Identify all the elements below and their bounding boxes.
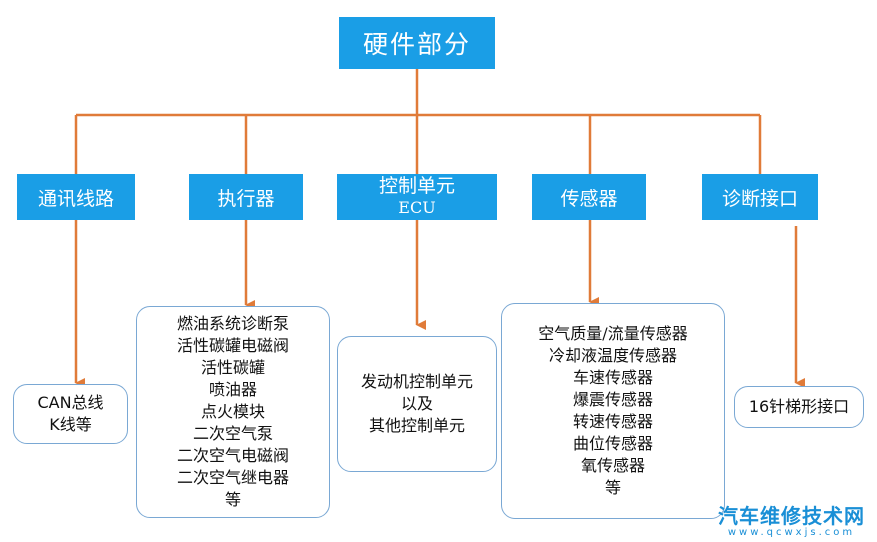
leaf-item: 二次空气电磁阀	[176, 446, 289, 465]
watermark-title: 汽车维修技术网	[718, 504, 865, 528]
category-actuators: 执行器	[189, 174, 303, 220]
category-diagnostic-label: 诊断接口	[721, 187, 798, 210]
category-sensors-label: 传感器	[560, 187, 618, 210]
leaf-item: 二次空气泵	[192, 424, 273, 443]
leaf-item: CAN总线	[37, 393, 104, 412]
leaf-item: 二次空气继电器	[176, 468, 289, 487]
watermark-logo: 汽车维修技术网 www.qcwxjs.com	[718, 500, 865, 538]
category-communication: 通讯线路	[17, 174, 135, 220]
leaf-item: 氧传感器	[580, 456, 645, 475]
leaf-item: 活性碳罐电磁阀	[176, 336, 289, 355]
root-label: 硬件部分	[362, 30, 471, 59]
leaf-item: 点火模块	[200, 402, 265, 421]
leaf-item: 曲位传感器	[572, 434, 653, 453]
leaf-item: 转速传感器	[572, 412, 653, 431]
leaf-item: 喷油器	[208, 380, 257, 399]
leaf-item: 其他控制单元	[368, 416, 465, 435]
leaf-item: 等	[224, 490, 241, 509]
leaf-item: K线等	[49, 415, 92, 434]
leaf-diagnostic: 16针梯形接口	[734, 386, 864, 428]
leaf-item: 以及	[400, 394, 433, 413]
leaf-communication: CAN总线 K线等	[13, 384, 128, 444]
leaf-item: 车速传感器	[572, 368, 653, 387]
leaf-item: 爆震传感器	[572, 390, 653, 409]
leaf-item: 空气质量/流量传感器	[538, 324, 688, 343]
leaf-ecu: 发动机控制单元 以及 其他控制单元	[337, 336, 497, 472]
category-ecu-label-line1: 控制单元	[378, 175, 455, 197]
category-actuators-label: 执行器	[217, 187, 275, 210]
leaf-actuators: 燃油系统诊断泵 活性碳罐电磁阀 活性碳罐 喷油器 点火模块 二次空气泵 二次空气…	[136, 306, 330, 518]
leaf-item: 活性碳罐	[200, 358, 265, 377]
leaf-item: 16针梯形接口	[748, 397, 850, 416]
leaf-sensors: 空气质量/流量传感器 冷却液温度传感器 车速传感器 爆震传感器 转速传感器 曲位…	[501, 303, 725, 519]
watermark-url: www.qcwxjs.com	[727, 527, 856, 538]
category-ecu-label-line2: ECU	[398, 198, 436, 217]
category-diagnostic: 诊断接口	[702, 174, 818, 220]
leaf-item: 发动机控制单元	[360, 372, 473, 391]
root-node: 硬件部分	[339, 17, 495, 69]
leaf-item: 燃油系统诊断泵	[176, 314, 289, 333]
category-sensors: 传感器	[532, 174, 646, 220]
category-communication-label: 通讯线路	[37, 187, 114, 210]
leaf-item: 等	[604, 478, 621, 497]
leaf-item: 冷却液温度传感器	[548, 346, 677, 365]
category-ecu: 控制单元 ECU	[337, 174, 497, 220]
